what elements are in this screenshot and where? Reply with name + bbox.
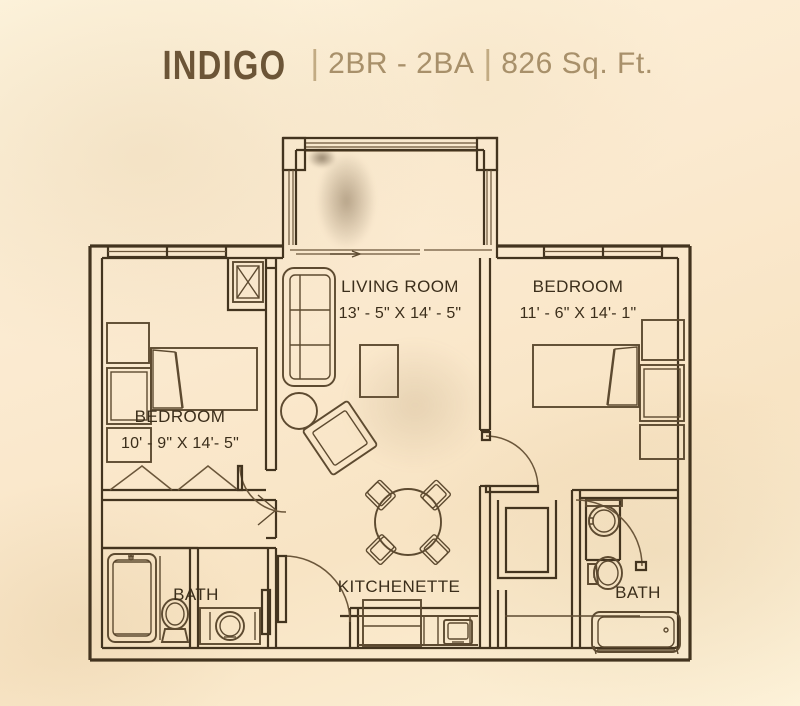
square-footage-label: 826 Sq. Ft. <box>501 46 654 80</box>
sliding-glass-door <box>281 246 499 258</box>
nightstand-right-lower <box>639 424 685 460</box>
window-right-bedroom <box>542 244 664 259</box>
bedroom-right-furniture <box>532 319 685 460</box>
dresser <box>106 322 150 364</box>
title-separator-2: | <box>483 44 493 82</box>
coffee-table <box>359 344 399 398</box>
door-left-bath <box>260 588 272 636</box>
nightstand-right <box>639 364 685 422</box>
label-bedroom-right: BEDROOM <box>533 277 624 296</box>
dims-living-room: 13' - 5" X 14' - 5" <box>339 305 462 322</box>
window-left-bedroom <box>106 244 228 259</box>
door-bedroom-left-swing <box>236 464 287 513</box>
unit-name: INDIGO <box>161 42 286 88</box>
walk-in-shower <box>107 553 157 643</box>
armchair <box>302 400 378 476</box>
stacked-washer-dryer <box>232 261 264 303</box>
room-labels: LIVING ROOM 13' - 5" X 14' - 5" BEDROOM … <box>121 277 661 604</box>
dims-bedroom-right: 11' - 6" X 14'- 1" <box>520 305 637 322</box>
vanity-right <box>585 499 623 537</box>
label-bath-right: BATH <box>615 583 661 602</box>
label-bath-left: BATH <box>173 585 219 604</box>
door-entry <box>276 554 351 624</box>
bath-left-fixtures <box>107 553 261 645</box>
kitchen-range <box>443 619 473 645</box>
queen-bed-right <box>532 344 640 408</box>
balcony-patio <box>281 136 499 246</box>
dims-bedroom-left: 10' - 9" X 14'- 5" <box>121 435 239 452</box>
dining-table <box>374 488 442 556</box>
kitchenette-furniture <box>358 479 640 647</box>
living-room-furniture <box>280 267 399 476</box>
side-table <box>280 392 318 430</box>
refrigerator <box>362 599 422 647</box>
toilet-right <box>587 556 623 590</box>
label-bedroom-left: BEDROOM <box>135 407 226 426</box>
bathtub <box>591 611 681 655</box>
beds-baths-label: 2BR - 2BA <box>328 46 475 80</box>
toilet-left <box>160 598 190 643</box>
title-separator-1: | <box>310 44 320 82</box>
bedroom-left-furniture <box>106 261 264 463</box>
label-living-room: LIVING ROOM <box>341 277 459 296</box>
door-right-bath-swing <box>575 499 648 572</box>
vanity-left <box>199 607 261 645</box>
door-right-bedroom-swing <box>480 430 540 494</box>
nightstand-left-lower <box>106 427 152 463</box>
door-linen-closet <box>496 500 558 648</box>
plan-title-bar: INDIGO|2BR - 2BA|826 Sq. Ft. <box>0 42 800 89</box>
bath-right-fixtures <box>585 499 681 655</box>
dining-chairs <box>364 479 452 566</box>
label-kitchenette: KITCHENETTE <box>338 577 460 596</box>
dresser-right <box>641 319 685 361</box>
queen-bed-left <box>150 347 258 411</box>
sofa <box>282 267 336 387</box>
door-left-bedroom-closet <box>109 465 239 491</box>
